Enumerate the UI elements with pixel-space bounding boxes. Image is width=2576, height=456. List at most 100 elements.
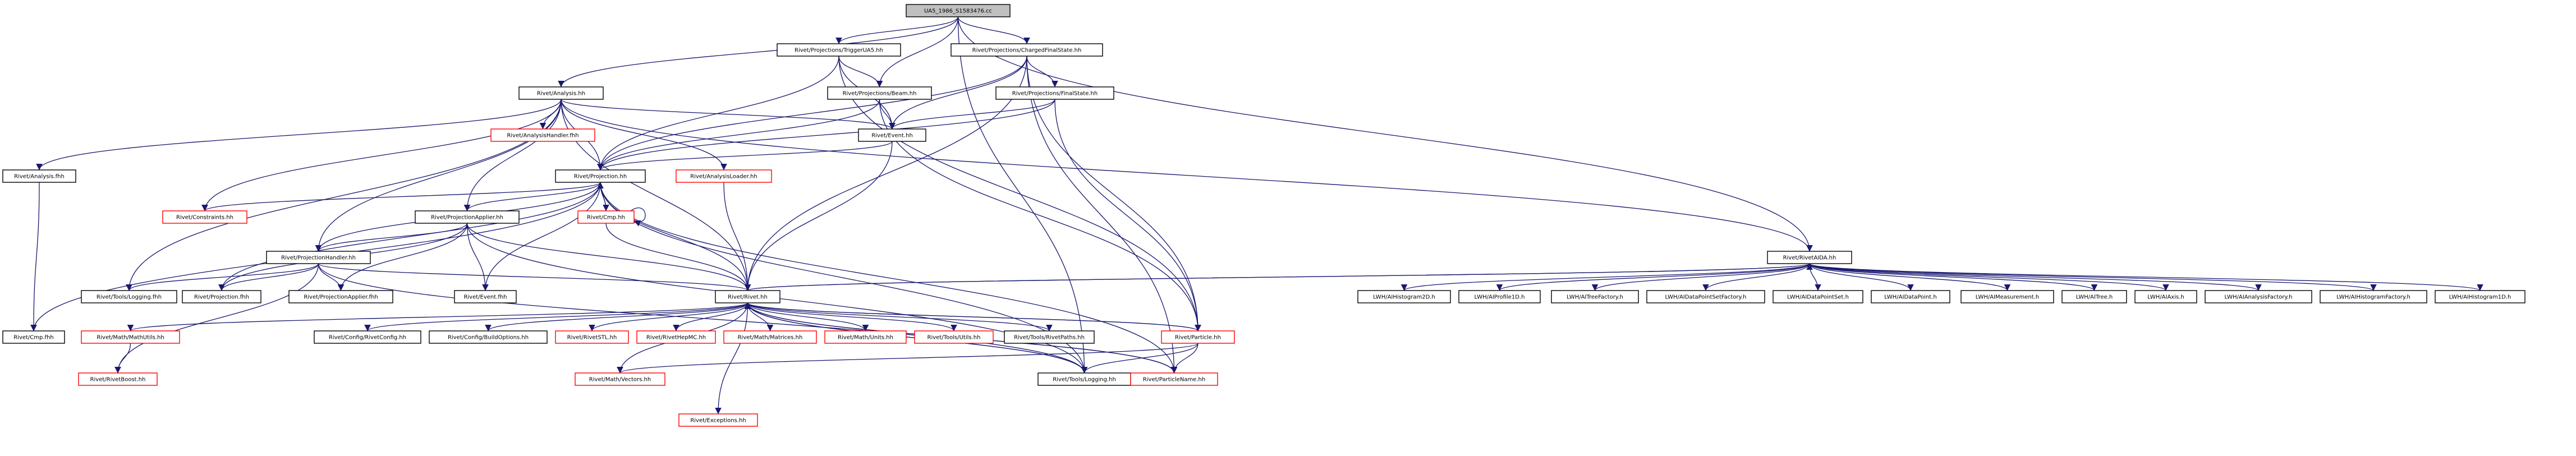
edge-event_hh-to-rivet_hh bbox=[744, 141, 893, 291]
node-particle[interactable]: Rivet/Particle.hh bbox=[1161, 330, 1235, 344]
node-l_prof[interactable]: LWH/AIProfile1D.h bbox=[1458, 290, 1541, 303]
edge-root-to-trig bbox=[835, 16, 959, 44]
node-event_fhh[interactable]: Rivet/Event.fhh bbox=[454, 290, 517, 303]
node-box-rstl bbox=[555, 330, 629, 344]
node-l_tree[interactable]: LWH/AITree.h bbox=[2061, 290, 2127, 303]
edge-aida-to-l_axis bbox=[1809, 263, 2169, 291]
node-papplier_fhh[interactable]: Rivet/ProjectionApplier.fhh bbox=[288, 290, 393, 303]
node-label-l_dps_f: LWH/AIDataPointSetFactory.h bbox=[1665, 294, 1747, 301]
edge-trig-to-beam bbox=[838, 56, 883, 87]
node-aloader[interactable]: Rivet/AnalysisLoader.hh bbox=[676, 169, 772, 183]
edge-rivet_hh-to-buildoptions bbox=[485, 302, 749, 331]
node-tlog_hh[interactable]: Rivet/Tools/Logging.hh bbox=[1037, 372, 1131, 386]
node-l_h2d[interactable]: LWH/AIHistogram2D.h bbox=[1357, 290, 1451, 303]
node-label-particle: Rivet/Particle.hh bbox=[1175, 335, 1221, 341]
node-label-l_meas: LWH/AIMeasurement.h bbox=[1976, 294, 2039, 301]
node-l_tree_f[interactable]: LWH/AITreeFactory.h bbox=[1551, 290, 1639, 303]
node-ahandler[interactable]: Rivet/AnalysisHandler.fhh bbox=[490, 128, 595, 142]
edge-aida-to-l_tree_f bbox=[1591, 263, 1810, 291]
node-box-pname bbox=[1130, 372, 1218, 386]
node-label-tlog_hh: Rivet/Tools/Logging.hh bbox=[1053, 377, 1116, 383]
node-label-phandler_hh: Rivet/ProjectionHandler.hh bbox=[281, 255, 356, 261]
node-cmp_hh[interactable]: Rivet/Cmp.hh bbox=[577, 210, 635, 224]
node-label-units: Rivet/Math/Units.hh bbox=[838, 335, 893, 341]
node-vectors[interactable]: Rivet/Math/Vectors.hh bbox=[575, 372, 665, 386]
node-buildoptions[interactable]: Rivet/Config/BuildOptions.hh bbox=[429, 330, 548, 344]
node-box-l_prof bbox=[1458, 290, 1541, 303]
node-fs[interactable]: Rivet/Projections/FinalState.hh bbox=[995, 86, 1114, 100]
edge-papplier_hh-to-phandler_hh bbox=[315, 223, 468, 252]
edge-cmp_hh-to-rivet_hh bbox=[605, 223, 751, 291]
edge-papplier_hh-to-event_fhh bbox=[466, 223, 489, 291]
node-analysis_fhh[interactable]: Rivet/Analysis.fhh bbox=[2, 169, 76, 183]
node-papplier_hh[interactable]: Rivet/ProjectionApplier.hh bbox=[415, 210, 520, 224]
node-box-tutils bbox=[914, 330, 994, 344]
node-analysis_hh[interactable]: Rivet/Analysis.hh bbox=[518, 86, 604, 100]
edge-root-to-aida bbox=[957, 16, 1813, 252]
node-event_hh[interactable]: Rivet/Event.hh bbox=[858, 128, 926, 142]
node-exceptions[interactable]: Rivet/Exceptions.hh bbox=[678, 413, 758, 427]
node-label-l_axis: LWH/AIAxis.h bbox=[2147, 294, 2184, 301]
node-matrices[interactable]: Rivet/Math/Matrices.hh bbox=[723, 330, 817, 344]
node-phandler_hh[interactable]: Rivet/ProjectionHandler.hh bbox=[266, 251, 371, 264]
node-mathutils[interactable]: Rivet/Math/MathUtils.hh bbox=[81, 330, 180, 344]
edge-analysis_hh-to-rivet_hh bbox=[561, 99, 751, 291]
node-l_dps[interactable]: LWH/AIDataPointSet.h bbox=[1773, 290, 1863, 303]
edge-phandler_hh-to-rboost bbox=[114, 263, 319, 374]
node-label-analysis_hh: Rivet/Analysis.hh bbox=[537, 91, 585, 97]
node-label-event_hh: Rivet/Event.hh bbox=[871, 133, 913, 139]
node-rboost[interactable]: Rivet/RivetBoost.hh bbox=[78, 372, 158, 386]
edge-proj_hh-to-pname bbox=[600, 182, 1178, 374]
edge-proj_hh-to-rivet_hh bbox=[600, 182, 751, 291]
edge-aida-to-l_dp bbox=[1809, 263, 1914, 291]
node-beam[interactable]: Rivet/Projections/Beam.hh bbox=[827, 86, 932, 100]
node-rivet_hh[interactable]: Rivet/Rivet.hh bbox=[715, 290, 780, 303]
node-box-l_dps bbox=[1773, 290, 1863, 303]
node-label-rivetconfig: Rivet/Config/RivetConfig.hh bbox=[329, 335, 406, 341]
node-box-l_tree bbox=[2061, 290, 2127, 303]
node-constraints[interactable]: Rivet/Constraints.hh bbox=[162, 210, 247, 224]
node-pname[interactable]: Rivet/ParticleName.hh bbox=[1130, 372, 1218, 386]
edge-root-to-analysis_hh bbox=[558, 16, 959, 87]
node-proj_fhh[interactable]: Rivet/Projection.fhh bbox=[182, 290, 261, 303]
edge-rivet_hh-to-rivetconfig bbox=[364, 302, 749, 331]
node-box-papplier_hh bbox=[415, 210, 520, 224]
edge-aida-to-l_hist_f bbox=[1809, 263, 2377, 291]
node-l_hist_f[interactable]: LWH/AIHistogramFactory.h bbox=[2320, 290, 2427, 303]
node-label-aloader: Rivet/AnalysisLoader.hh bbox=[690, 174, 757, 180]
node-cfs[interactable]: Rivet/Projections/ChargedFinalState.hh bbox=[950, 43, 1103, 57]
node-box-l_an_f bbox=[2205, 290, 2312, 303]
node-label-mathutils: Rivet/Math/MathUtils.hh bbox=[97, 335, 164, 341]
edge-analysis_hh-to-constraints bbox=[201, 99, 562, 211]
node-aida[interactable]: Rivet/RivetAIDA.hh bbox=[1767, 251, 1852, 264]
node-box-l_meas bbox=[1960, 290, 2054, 303]
node-rpaths[interactable]: Rivet/Tools/RivetPaths.hh bbox=[1004, 330, 1095, 344]
node-box-buildoptions bbox=[429, 330, 548, 344]
node-units[interactable]: Rivet/Math/Units.hh bbox=[824, 330, 907, 344]
node-root[interactable]: UA5_1986_S1583476.cc bbox=[906, 4, 1011, 17]
edge-root-to-cfs bbox=[957, 16, 1030, 44]
node-rstl[interactable]: Rivet/RivetSTL.hh bbox=[555, 330, 629, 344]
node-l_axis[interactable]: LWH/AIAxis.h bbox=[2134, 290, 2197, 303]
node-l_meas[interactable]: LWH/AIMeasurement.h bbox=[1960, 290, 2054, 303]
edge-event_hh-to-proj_hh bbox=[597, 141, 893, 171]
node-cmp_fhh[interactable]: Rivet/Cmp.fhh bbox=[2, 330, 65, 344]
edge-aida-to-l_h2d bbox=[1401, 263, 1810, 291]
node-tlog_fhh[interactable]: Rivet/Tools/Logging.fhh bbox=[81, 290, 177, 303]
node-proj_hh[interactable]: Rivet/Projection.hh bbox=[555, 169, 646, 183]
edge-cfs-to-particle bbox=[1026, 56, 1201, 331]
node-l_h1d[interactable]: LWH/AIHistogram1D.h bbox=[2435, 290, 2526, 303]
edge-analysis_hh-to-papplier_hh bbox=[463, 99, 562, 211]
node-rhepmc[interactable]: Rivet/RivetHepMC.hh bbox=[636, 330, 716, 344]
node-tutils[interactable]: Rivet/Tools/Utils.hh bbox=[914, 330, 994, 344]
edge-proj_hh-to-papplier_hh bbox=[463, 182, 601, 211]
node-rivetconfig[interactable]: Rivet/Config/RivetConfig.hh bbox=[314, 330, 421, 344]
node-trig[interactable]: Rivet/Projections/TriggerUA5.hh bbox=[777, 43, 901, 57]
node-l_dps_f[interactable]: LWH/AIDataPointSetFactory.h bbox=[1646, 290, 1765, 303]
node-l_dp[interactable]: LWH/AIDataPoint.h bbox=[1871, 290, 1950, 303]
edge-cfs-to-pname bbox=[1026, 56, 1178, 374]
node-label-proj_hh: Rivet/Projection.hh bbox=[574, 174, 627, 180]
node-label-l_h1d: LWH/AIHistogram1D.h bbox=[2449, 294, 2511, 301]
node-l_an_f[interactable]: LWH/AIAnalysisFactory.h bbox=[2205, 290, 2312, 303]
node-box-phandler_hh bbox=[266, 251, 371, 264]
